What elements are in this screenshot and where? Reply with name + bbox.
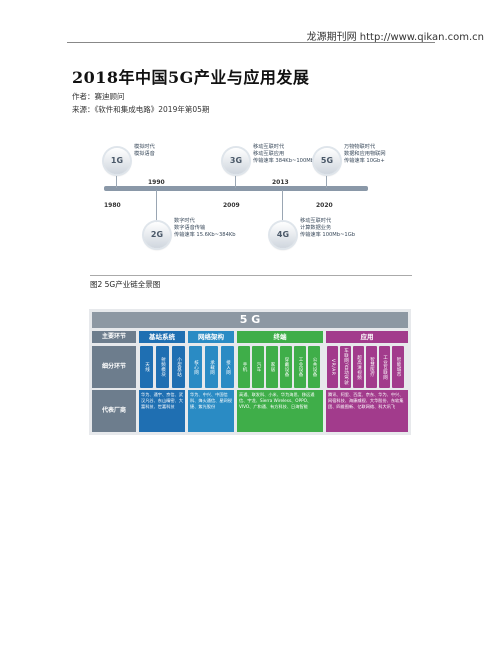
vendors-application: 腾讯、阿里、百度、京东、华为、中兴、网宿科技、海康威视、大华股份、东软集团、四维… <box>326 390 408 432</box>
cell-vehicle-network: 车联网/自动驾驶 <box>340 346 351 388</box>
article-author: 作者：赛迪顾问 <box>72 92 125 101</box>
figure-caption: 图2 5G产业链全景图 <box>90 280 161 289</box>
cell-industrial-internet: 工业互联网 <box>379 346 390 388</box>
timeline-axis <box>104 186 368 191</box>
chain-banner: 5 G <box>92 312 408 328</box>
cell-vr-ar: VR/AR <box>327 346 338 388</box>
note-1g: 模拟时代模拟语音 <box>134 144 155 157</box>
cell-car: 汽车 <box>252 346 264 388</box>
cell-phone: 手机 <box>238 346 250 388</box>
node-5g: 5G <box>314 148 340 174</box>
cell-wearable: 穿戴设备 <box>280 346 292 388</box>
note-4g: 移动互联时代计算数据业务传输速率 100Mb~1Gb <box>300 218 356 238</box>
year-1980: 1980 <box>104 202 121 209</box>
cell-home: 家居 <box>266 346 278 388</box>
note-5g: 万物物联时代数据和应用物联网传输速率 10Gb+ <box>344 144 386 164</box>
timeline-stem <box>116 174 117 188</box>
node-1g: 1G <box>104 148 130 174</box>
article-origin: 来源：《软件和集成电路》2019年第05期 <box>72 105 210 114</box>
cell-antenna: 天线 <box>140 346 153 388</box>
column-header-application: 应用 <box>326 331 408 343</box>
article-title: 2018年中国5G产业与应用发展 <box>72 68 310 87</box>
column-header-network: 网络架构 <box>188 331 234 343</box>
column-header-base-station: 基站系统 <box>139 331 185 343</box>
journal-source[interactable]: 龙源期刊网 http://www.qikan.com.cn <box>306 32 484 43</box>
node-4g: 4G <box>270 222 296 248</box>
timeline-stem <box>282 190 283 224</box>
note-3g: 移动互联时代移动互联应用传输速率 384Kb~100Mb <box>253 144 315 164</box>
timeline-stem <box>326 174 327 188</box>
vendors-base-station: 华为、通宇、京信、武汉凡谷、东山精密、大富科技、世嘉科技 <box>139 390 185 432</box>
cell-access-network: 接入网 <box>221 346 234 388</box>
industry-chain-diagram: 5 G 主要环节 细分环节 代表厂商 基站系统 网络架构 终端 应用 天线 射频… <box>89 309 411 435</box>
timeline-stem <box>156 190 157 224</box>
column-header-terminal: 终端 <box>237 331 323 343</box>
cell-rf-module: 射频模块 <box>156 346 169 388</box>
cell-smart-city: 智能城市 <box>392 346 404 388</box>
row-label-main: 主要环节 <box>92 331 136 343</box>
figure-divider <box>90 275 412 276</box>
header-divider <box>67 42 435 43</box>
vendors-network: 华为、中兴、中国信科、烽火通信、星网锐捷、紫光股份 <box>188 390 234 432</box>
cell-public-device: 公共设备 <box>308 346 320 388</box>
year-2020: 2020 <box>316 202 333 209</box>
note-2g: 数字时代数字语音传输传输速率 15.6Kb~384Kb <box>174 218 236 238</box>
cell-smart-medical: 智慧医疗 <box>366 346 377 388</box>
cell-industrial-device: 工业设备 <box>294 346 306 388</box>
year-1990: 1990 <box>148 179 165 186</box>
timeline-stem <box>235 174 236 188</box>
generation-timeline: 1G 模拟时代模拟语音 1980 2G 数字时代数字语音传输传输速率 15.6K… <box>90 140 390 250</box>
row-label-sub: 细分环节 <box>92 346 136 388</box>
cell-uhd-video: 超高清视频 <box>353 346 364 388</box>
cell-core-network: 核心网 <box>189 346 202 388</box>
cell-small-cell: 小型基站 <box>172 346 185 388</box>
vendors-terminal: 高通、联发科、小米、华为海思、移远通信、宇龙、Sierra Wireless、O… <box>237 390 323 432</box>
cell-bearer-network: 承载网 <box>205 346 218 388</box>
node-3g: 3G <box>223 148 249 174</box>
year-2013: 2013 <box>272 179 289 186</box>
year-2009: 2009 <box>223 202 240 209</box>
row-label-vendors: 代表厂商 <box>92 390 136 432</box>
node-2g: 2G <box>144 222 170 248</box>
